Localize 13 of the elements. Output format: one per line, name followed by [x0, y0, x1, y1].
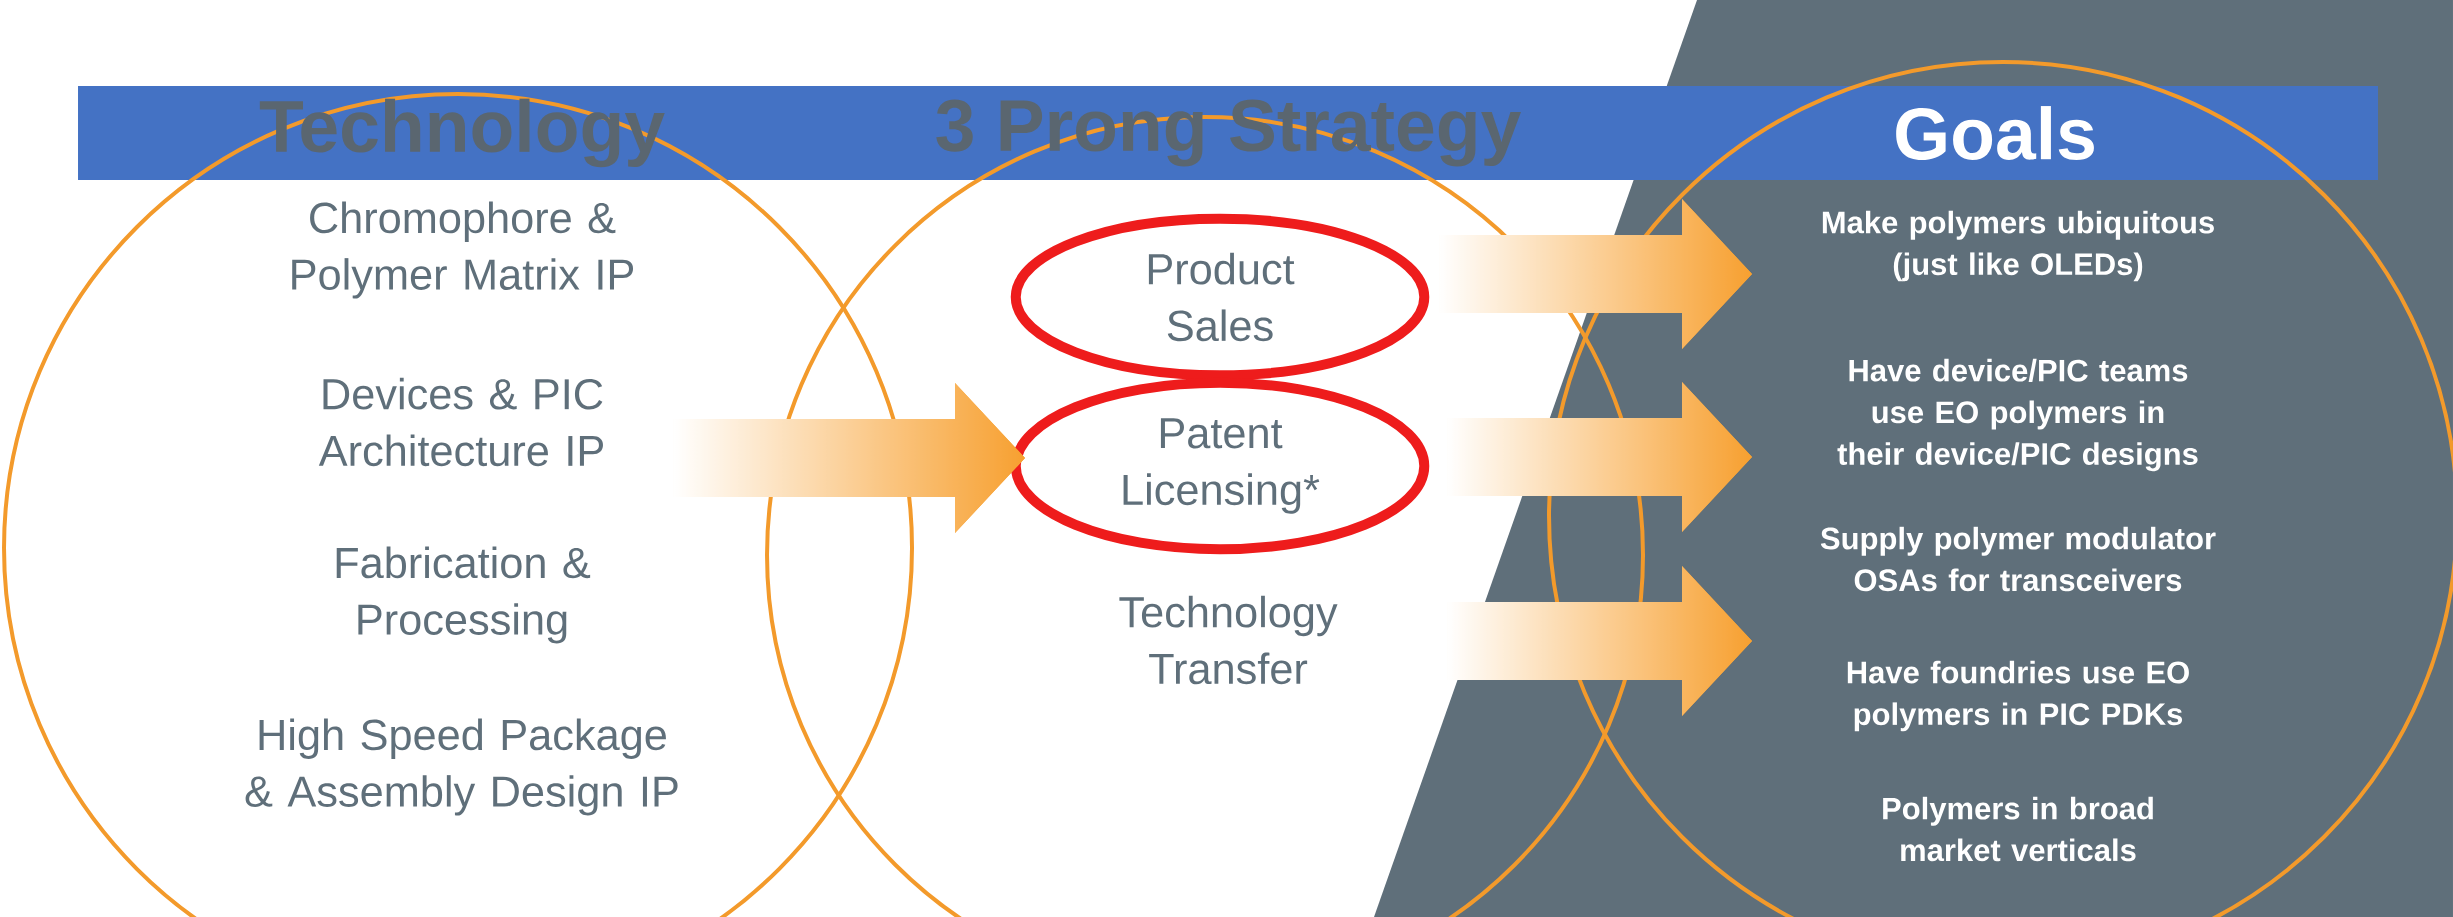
list-item: Devices & PIC Architecture IP — [318, 377, 603, 467]
list-item: Have device/PIC teams use EO polymers in their device/PIC designs — [1837, 358, 2198, 472]
list-item: Make polymers ubiquitous (just like OLEDs) — [1822, 210, 2214, 282]
list-item: Supply polymer modulator OSAs for transceivers — [1820, 526, 2216, 592]
list-item: High Speed Package & Assembly Design IP — [245, 718, 678, 816]
column-heading: Technology — [259, 98, 665, 168]
list-item: Fabrication & Processing — [336, 546, 591, 644]
list-item: Polymers in broad market verticals — [1883, 796, 2153, 862]
list-item: Have foundries use EO polymers in PIC PDKs — [1847, 660, 2189, 732]
list-item: Chromophore & Polymer Matrix IP — [292, 201, 634, 299]
arrow — [673, 383, 1025, 533]
list-item: Technology Transfer — [1119, 595, 1338, 685]
column-heading: Goals — [1896, 106, 2094, 160]
